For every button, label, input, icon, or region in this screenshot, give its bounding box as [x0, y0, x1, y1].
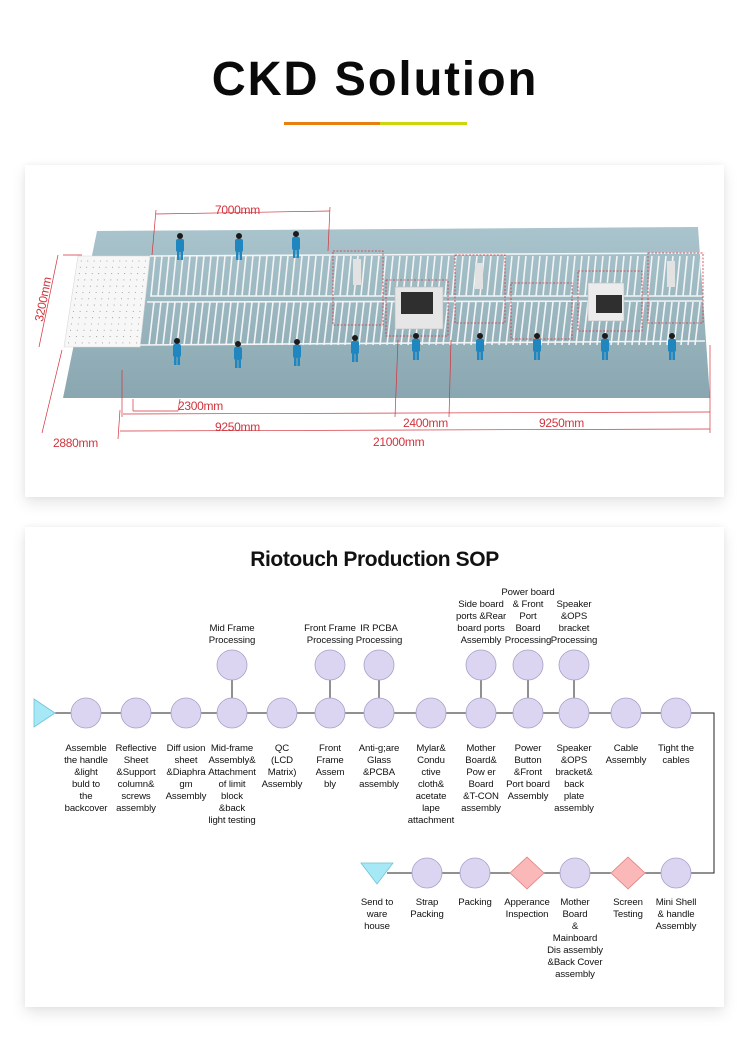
process-step-node [660, 697, 692, 729]
worker-figure [176, 233, 184, 260]
worker-figure [412, 333, 420, 360]
worker-figure [292, 231, 300, 258]
sub-process-node [314, 649, 346, 681]
sub-process-node [465, 649, 497, 681]
process-step-node [610, 697, 642, 729]
inspection-step-node [509, 856, 545, 890]
sub-process-node [512, 649, 544, 681]
process-step-node [266, 697, 298, 729]
dimension-right-section: 9250mm [539, 416, 584, 430]
worker-figure [601, 333, 609, 360]
perforated-rack [63, 255, 151, 348]
process-step-node [120, 697, 152, 729]
sub-process-node [216, 649, 248, 681]
process-step-node [559, 857, 591, 889]
worker-figure [351, 335, 359, 362]
underline-yellow-segment [380, 122, 467, 125]
process-step-node [314, 697, 346, 729]
dimension-2300: 2300mm [178, 399, 223, 413]
dimension-middle-section: 2400mm [403, 416, 448, 430]
worker-figure [173, 338, 181, 365]
sub-process-node [558, 649, 590, 681]
worker-figure [293, 339, 301, 366]
conveyor-rails [139, 252, 706, 346]
production-line-layout-card: 7000mm 3200mm 2300mm 9250mm 2400mm 9250m… [25, 165, 724, 497]
title-underline [284, 122, 467, 125]
process-step-label: Packing [458, 897, 492, 908]
process-step-node [512, 697, 544, 729]
process-step-node [70, 697, 102, 729]
machines [353, 259, 675, 330]
worker-figure [234, 341, 242, 368]
warehouse-end-node-icon [360, 862, 394, 885]
sub-process-node [363, 649, 395, 681]
worker-figure [476, 333, 484, 360]
process-step-node [170, 697, 202, 729]
dimension-rack-width: 2880mm [53, 436, 98, 450]
process-step-node [459, 857, 491, 889]
process-step-node [363, 697, 395, 729]
process-step-node [660, 857, 692, 889]
sop-flowchart [33, 649, 715, 890]
station-outlines [332, 250, 704, 340]
floor-plate [63, 227, 710, 398]
page-title: CKD Solution [211, 53, 539, 106]
dimension-left-section: 9250mm [215, 420, 260, 434]
process-step-node [216, 697, 248, 729]
worker-figure [235, 233, 243, 260]
dimension-lines [38, 206, 711, 440]
worker-figure [533, 333, 541, 360]
sop-title: Riotouch Production SOP [250, 548, 499, 571]
dimension-overall: 21000mm [373, 435, 425, 449]
underline-orange-segment [284, 122, 380, 125]
dimension-7000: 7000mm [215, 203, 260, 217]
process-step-node [415, 697, 447, 729]
process-step-node [465, 697, 497, 729]
start-node-icon [33, 698, 56, 728]
production-line-render [38, 206, 711, 440]
workers [173, 231, 676, 368]
process-step-node [558, 697, 590, 729]
inspection-step-node [610, 856, 646, 890]
worker-figure [668, 333, 676, 360]
process-step-node [411, 857, 443, 889]
